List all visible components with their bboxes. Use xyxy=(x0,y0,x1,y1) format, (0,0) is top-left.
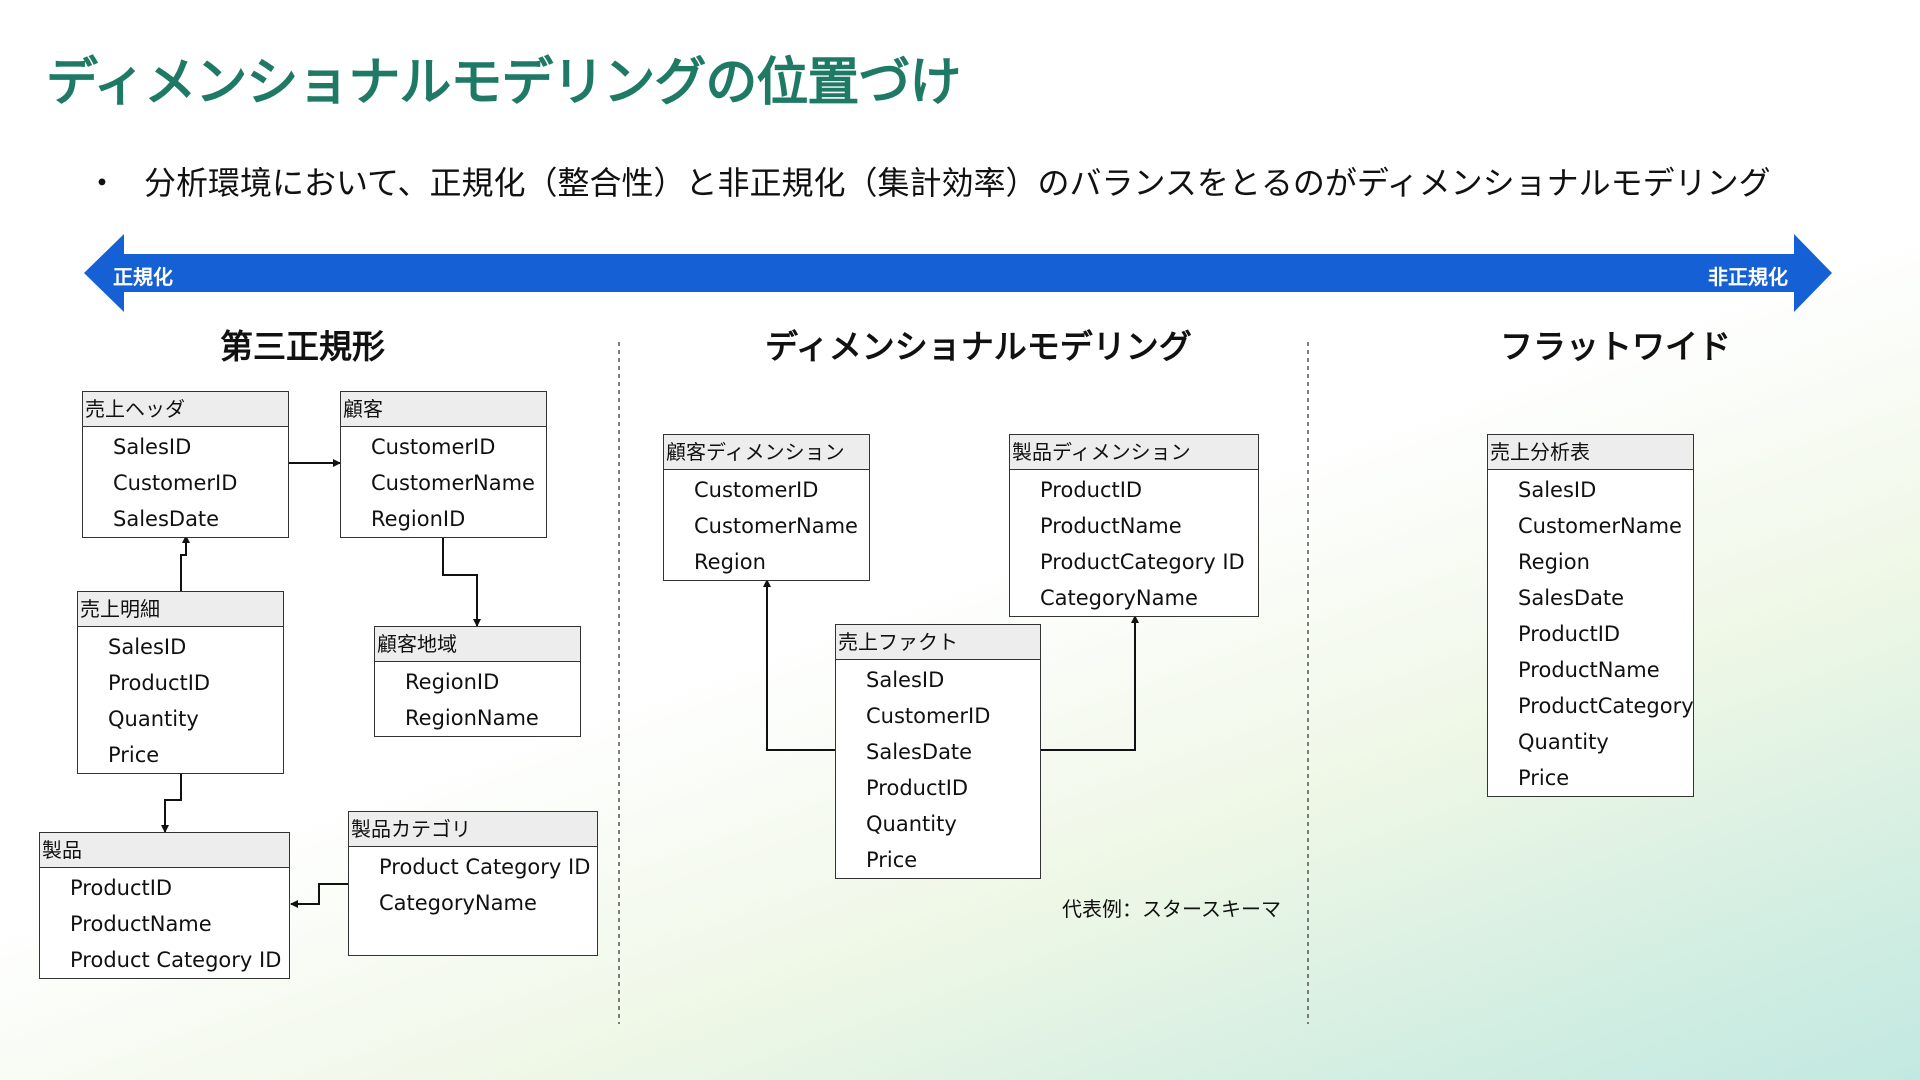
table-sales-analysis: 売上分析表 SalesID CustomerName Region SalesD… xyxy=(1487,434,1694,797)
bullet-marker: ・ xyxy=(86,164,119,202)
table-field: CustomerID xyxy=(371,435,496,459)
table-name: 顧客 xyxy=(341,392,546,427)
table-field: CustomerName xyxy=(694,514,858,538)
table-field: CustomerName xyxy=(371,471,535,495)
table-product-dimension: 製品ディメンション ProductID ProductName ProductC… xyxy=(1009,434,1259,617)
heading-third-normal-form: 第三正規形 xyxy=(220,327,385,366)
connector-customer-to-region xyxy=(442,535,481,627)
connector-category-to-product xyxy=(290,883,348,908)
table-field: SalesID xyxy=(866,668,945,692)
table-name: 売上ヘッダ xyxy=(83,392,288,427)
table-field: Price xyxy=(1518,766,1570,790)
table-field: Region xyxy=(694,550,766,574)
table-field: SalesID xyxy=(1518,478,1597,502)
table-sales-header: 売上ヘッダ SalesID CustomerID SalesDate xyxy=(82,391,289,538)
heading-flat-wide: フラットワイド xyxy=(1500,327,1731,366)
table-name: 製品ディメンション xyxy=(1010,435,1258,470)
table-customer-dimension: 顧客ディメンション CustomerID CustomerName Region xyxy=(663,434,870,581)
table-field: CategoryName xyxy=(1040,586,1198,610)
table-field: SalesID xyxy=(113,435,192,459)
connector-fact-to-customer-dim xyxy=(763,579,835,751)
table-name: 顧客ディメンション xyxy=(664,435,869,470)
table-field: CustomerName xyxy=(1518,514,1682,538)
table-customer-region: 顧客地域 RegionID RegionName xyxy=(374,626,581,737)
table-field: SalesDate xyxy=(113,507,220,531)
table-field: ProductID xyxy=(1040,478,1143,502)
heading-dimensional-modeling: ディメンショナルモデリング xyxy=(765,327,1192,366)
table-field: Quantity xyxy=(108,707,199,731)
table-product-category: 製品カテゴリ Product Category ID CategoryName xyxy=(348,811,598,956)
normalized-label: 正規化 xyxy=(113,265,173,289)
table-name: 売上ファクト xyxy=(836,625,1040,660)
table-field: ProductID xyxy=(70,876,173,900)
denormalized-label: 非正規化 xyxy=(1708,265,1788,289)
table-field: Price xyxy=(866,848,918,872)
table-field: ProductCategory xyxy=(1518,694,1693,718)
table-field: CategoryName xyxy=(379,891,537,915)
table-field: Product Category ID xyxy=(70,948,282,972)
table-field: SalesDate xyxy=(1518,586,1625,610)
table-name: 売上分析表 xyxy=(1488,435,1693,470)
bullet-point: ・分析環境において、正規化（整合性）と非正規化（集計効率）のバランスをとるのがデ… xyxy=(86,158,1771,204)
table-field: CustomerID xyxy=(694,478,819,502)
table-field: SalesDate xyxy=(866,740,973,764)
table-field: Region xyxy=(1518,550,1590,574)
table-sales-detail: 売上明細 SalesID ProductID Quantity Price xyxy=(77,591,284,774)
page-title: ディメンショナルモデリングの位置づけ xyxy=(46,53,961,113)
table-field: ProductID xyxy=(866,776,969,800)
table-field: CustomerID xyxy=(113,471,238,495)
table-customer: 顧客 CustomerID CustomerName RegionID xyxy=(340,391,547,538)
connector-detail-to-header xyxy=(180,535,190,592)
bullet-text: 分析環境において、正規化（整合性）と非正規化（集計効率）のバランスをとるのがディ… xyxy=(144,164,1771,202)
spectrum-arrow xyxy=(84,234,1832,312)
table-field: RegionID xyxy=(371,507,466,531)
table-field: RegionName xyxy=(405,706,539,730)
table-product: 製品 ProductID ProductName Product Categor… xyxy=(39,832,290,979)
connector-fact-to-product-dim xyxy=(1041,615,1139,751)
table-field: Quantity xyxy=(866,812,957,836)
table-field: RegionID xyxy=(405,670,500,694)
table-field: SalesID xyxy=(108,635,187,659)
table-sales-fact: 売上ファクト SalesID CustomerID SalesDate Prod… xyxy=(835,624,1041,879)
table-field: ProductCategory ID xyxy=(1040,550,1245,574)
table-field: ProductName xyxy=(70,912,212,936)
table-field: ProductID xyxy=(1518,622,1621,646)
table-name: 製品カテゴリ xyxy=(349,812,597,847)
table-name: 顧客地域 xyxy=(375,627,580,662)
table-field: CustomerID xyxy=(866,704,991,728)
table-name: 売上明細 xyxy=(78,592,283,627)
table-field: Price xyxy=(108,743,160,767)
table-field: ProductName xyxy=(1518,658,1660,682)
connector-detail-to-product xyxy=(161,770,182,833)
table-field: Product Category ID xyxy=(379,855,591,879)
star-schema-note: 代表例：スタースキーマ xyxy=(1062,897,1281,921)
table-field: Quantity xyxy=(1518,730,1609,754)
table-field: ProductID xyxy=(108,671,211,695)
table-name: 製品 xyxy=(40,833,289,868)
table-field: ProductName xyxy=(1040,514,1182,538)
